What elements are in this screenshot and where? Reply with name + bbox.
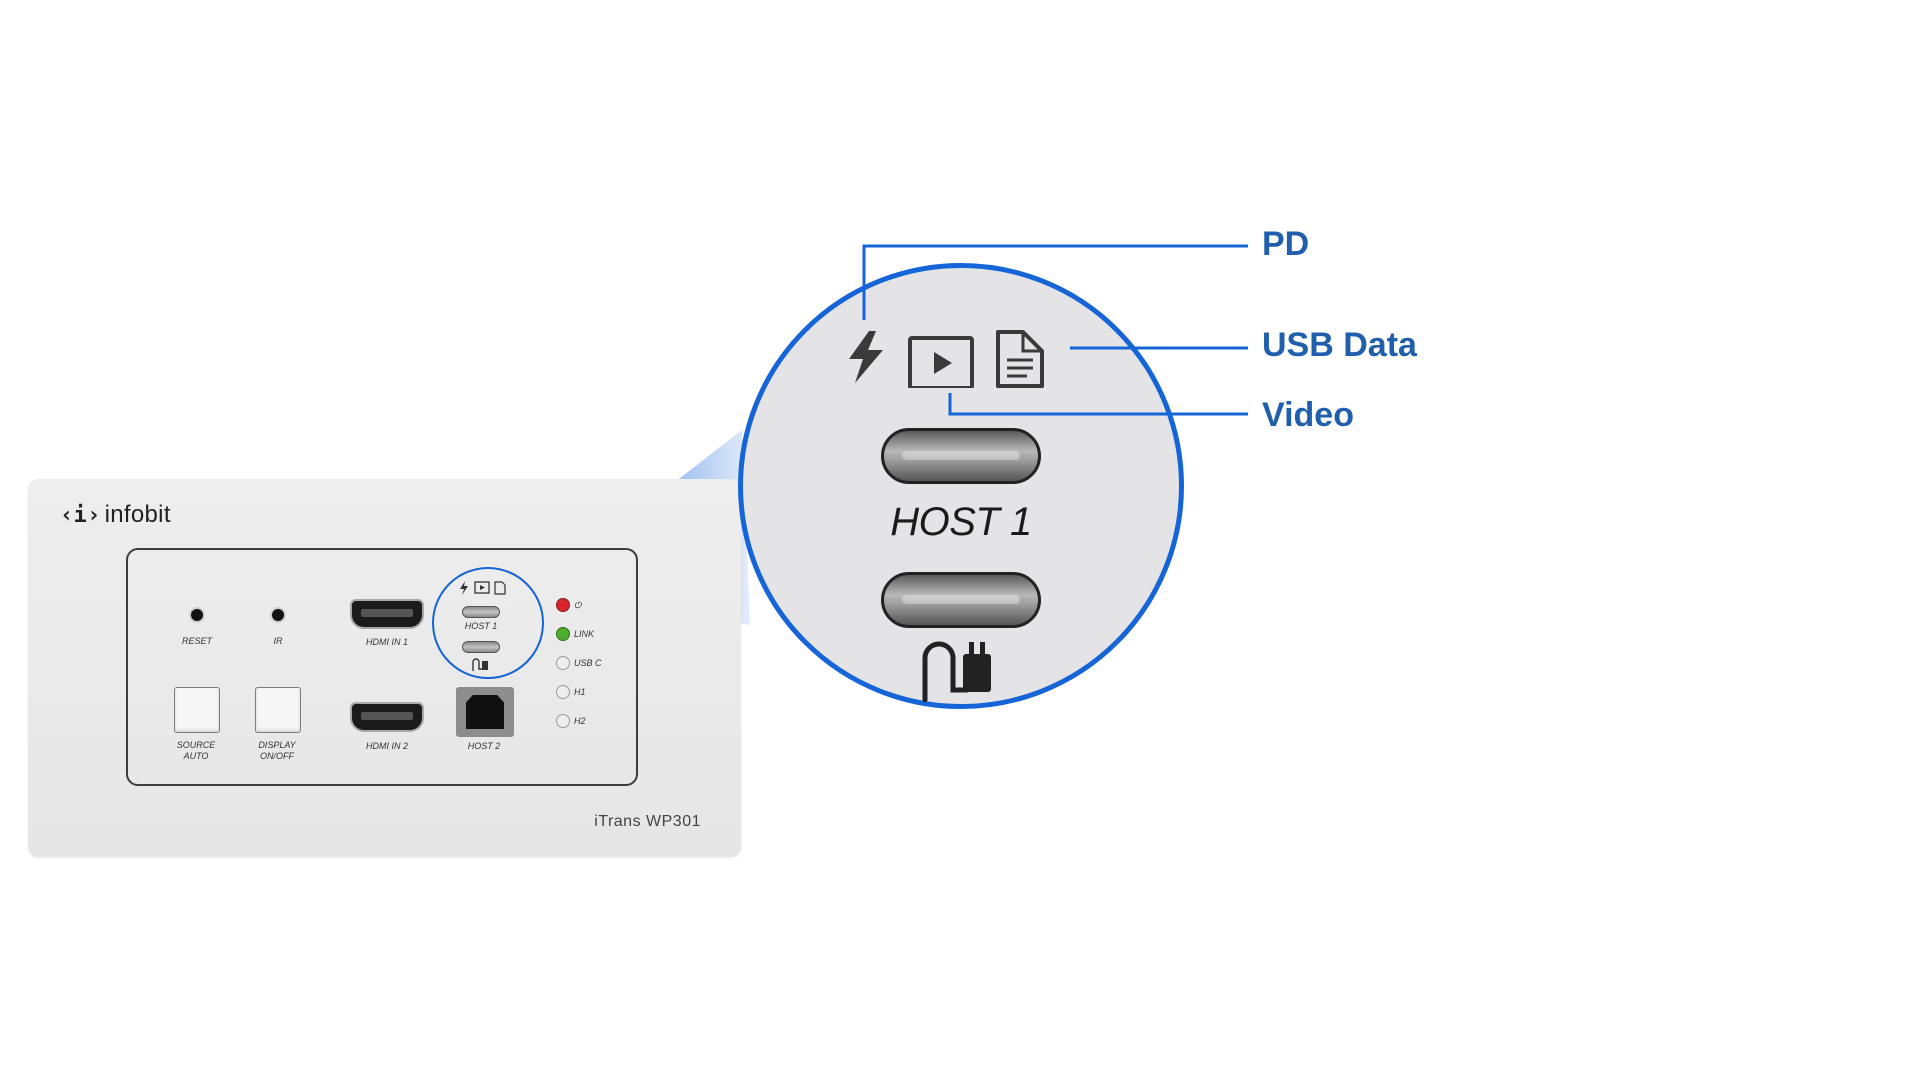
ir-sensor (272, 609, 284, 621)
usbc-led-label: USB C (574, 658, 602, 668)
power-led (556, 598, 570, 612)
zoom-magnifier: HOST 1 (738, 263, 1184, 709)
host-2-label: HOST 2 (467, 741, 501, 751)
h2-led-label: H2 (574, 716, 586, 726)
power-led-label: ⏻ (574, 600, 582, 610)
reset-label: RESET (181, 636, 212, 646)
connector-panel: RESET IR SOURCE AUTO DISPLAY ON/OFF HDMI… (126, 548, 638, 786)
zoom-icons (849, 330, 1044, 388)
link-led (556, 627, 570, 641)
reset-pinhole[interactable] (191, 609, 203, 621)
pd-callout: PD (1262, 225, 1310, 263)
display-onoff-label: DISPLAY ON/OFF (258, 740, 296, 761)
highlight-circle (432, 567, 544, 679)
h2-led (556, 714, 570, 728)
bolt-icon (849, 331, 883, 383)
brand-logo: ‹i› infobit (60, 501, 171, 529)
source-auto-button[interactable] (174, 687, 220, 733)
cable-plug-icon (922, 641, 991, 702)
h1-led (556, 685, 570, 699)
wall-plate: ‹i› infobit RESET IR SOURCE AUTO DISPLAY… (28, 479, 741, 857)
hdmi-in-2-port[interactable] (350, 702, 424, 732)
usb-data-callout: USB Data (1262, 326, 1417, 364)
brand-mark-icon: ‹i› (60, 502, 101, 528)
video-callout: Video (1262, 396, 1354, 434)
link-led-label: LINK (574, 629, 595, 639)
source-auto-label: SOURCE AUTO (176, 740, 216, 761)
brand-name: infobit (104, 501, 171, 528)
ir-label: IR (273, 636, 283, 646)
usbc-led (556, 656, 570, 670)
model-label: iTrans WP301 (594, 813, 701, 830)
hdmi-in-2-label: HDMI IN 2 (365, 741, 408, 751)
host-1-usb-c-port[interactable] (881, 428, 1041, 484)
h1-led-label: H1 (574, 687, 586, 697)
host-1-zoom-label: HOST 1 (890, 500, 1032, 544)
hdmi-in-1-label: HDMI IN 1 (365, 637, 408, 647)
document-icon (996, 330, 1044, 388)
host-1-aux-usb-c-port[interactable] (881, 572, 1041, 628)
play-icon (908, 336, 974, 388)
host-2-usb-b-port[interactable] (456, 687, 514, 737)
display-onoff-button[interactable] (255, 687, 301, 733)
hdmi-in-1-port[interactable] (350, 599, 424, 629)
